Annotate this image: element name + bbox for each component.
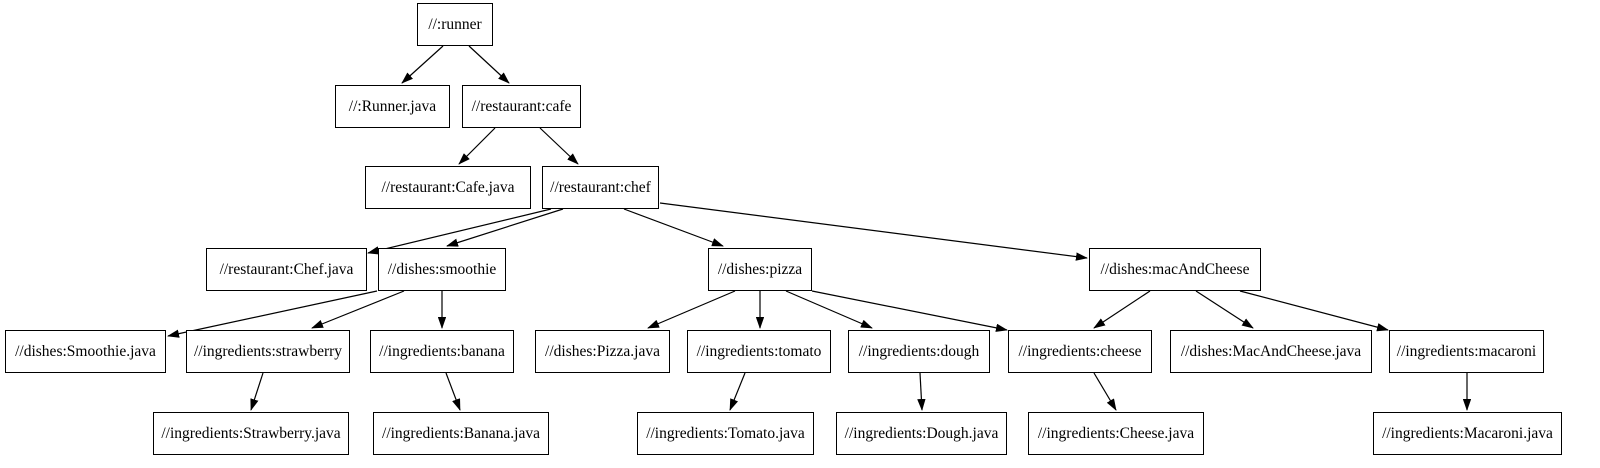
graph-node-label: //ingredients:Strawberry.java xyxy=(161,424,341,442)
graph-node-ing_macaroni[interactable]: //ingredients:macaroni xyxy=(1389,330,1544,373)
graph-node-macaroni_java[interactable]: //ingredients:Macaroni.java xyxy=(1373,412,1562,455)
graph-node-dishes_pizza[interactable]: //dishes:pizza xyxy=(708,248,812,291)
graph-node-label: //ingredients:banana xyxy=(379,342,505,360)
graph-node-label: //ingredients:Dough.java xyxy=(844,424,999,442)
graph-node-tomato_java[interactable]: //ingredients:Tomato.java xyxy=(637,412,814,455)
graph-node-ing_dough[interactable]: //ingredients:dough xyxy=(848,330,990,373)
graph-node-label: //ingredients:Macaroni.java xyxy=(1382,424,1553,442)
graph-node-label: //ingredients:Cheese.java xyxy=(1037,424,1195,442)
graph-node-label: //restaurant:Cafe.java xyxy=(381,178,515,196)
graph-node-label: //dishes:Smoothie.java xyxy=(15,342,156,360)
graph-node-label: //ingredients:Tomato.java xyxy=(646,424,805,442)
graph-node-restaurant_chef[interactable]: //restaurant:chef xyxy=(542,166,659,209)
graph-node-smoothie_java[interactable]: //dishes:Smoothie.java xyxy=(5,330,166,373)
graph-node-label: //restaurant:chef xyxy=(550,178,651,196)
graph-node-mac_java[interactable]: //dishes:MacAndCheese.java xyxy=(1170,330,1372,373)
graph-node-label: //ingredients:tomato xyxy=(696,342,822,360)
graph-node-cafe_java[interactable]: //restaurant:Cafe.java xyxy=(365,166,531,209)
graph-node-label: //:runner xyxy=(428,15,482,33)
graph-node-label: //restaurant:cafe xyxy=(471,97,572,115)
graph-node-pizza_java[interactable]: //dishes:Pizza.java xyxy=(535,330,670,373)
graph-node-label: //dishes:macAndCheese xyxy=(1100,260,1250,278)
graph-node-strawberry_java[interactable]: //ingredients:Strawberry.java xyxy=(153,412,349,455)
graph-node-dishes_smoothie[interactable]: //dishes:smoothie xyxy=(378,248,506,291)
graph-node-ing_banana[interactable]: //ingredients:banana xyxy=(370,330,514,373)
graph-node-label: //restaurant:Chef.java xyxy=(219,260,354,278)
graph-node-label: //dishes:MacAndCheese.java xyxy=(1180,342,1362,360)
graph-node-banana_java[interactable]: //ingredients:Banana.java xyxy=(373,412,549,455)
graph-node-label: //ingredients:Banana.java xyxy=(382,424,540,442)
graph-node-label: //dishes:smoothie xyxy=(387,260,497,278)
graph-node-ing_cheese[interactable]: //ingredients:cheese xyxy=(1008,330,1152,373)
graph-node-label: //:Runner.java xyxy=(348,97,437,115)
graph-node-runner[interactable]: //:runner xyxy=(417,3,493,46)
graph-node-label: //ingredients:macaroni xyxy=(1396,342,1537,360)
graph-node-chef_java[interactable]: //restaurant:Chef.java xyxy=(206,248,367,291)
graph-node-label: //ingredients:dough xyxy=(858,342,980,360)
graph-node-label: //dishes:pizza xyxy=(717,260,803,278)
graph-node-restaurant_cafe[interactable]: //restaurant:cafe xyxy=(462,85,581,128)
graph-node-ing_strawberry[interactable]: //ingredients:strawberry xyxy=(186,330,350,373)
graph-node-runner_java[interactable]: //:Runner.java xyxy=(335,85,450,128)
graph-node-dough_java[interactable]: //ingredients:Dough.java xyxy=(836,412,1007,455)
graph-node-ing_tomato[interactable]: //ingredients:tomato xyxy=(687,330,831,373)
graph-node-cheese_java[interactable]: //ingredients:Cheese.java xyxy=(1028,412,1204,455)
graph-node-label: //ingredients:strawberry xyxy=(193,342,343,360)
graph-node-label: //ingredients:cheese xyxy=(1018,342,1142,360)
graph-node-label: //dishes:Pizza.java xyxy=(545,342,660,360)
graph-node-dishes_mac[interactable]: //dishes:macAndCheese xyxy=(1089,248,1261,291)
